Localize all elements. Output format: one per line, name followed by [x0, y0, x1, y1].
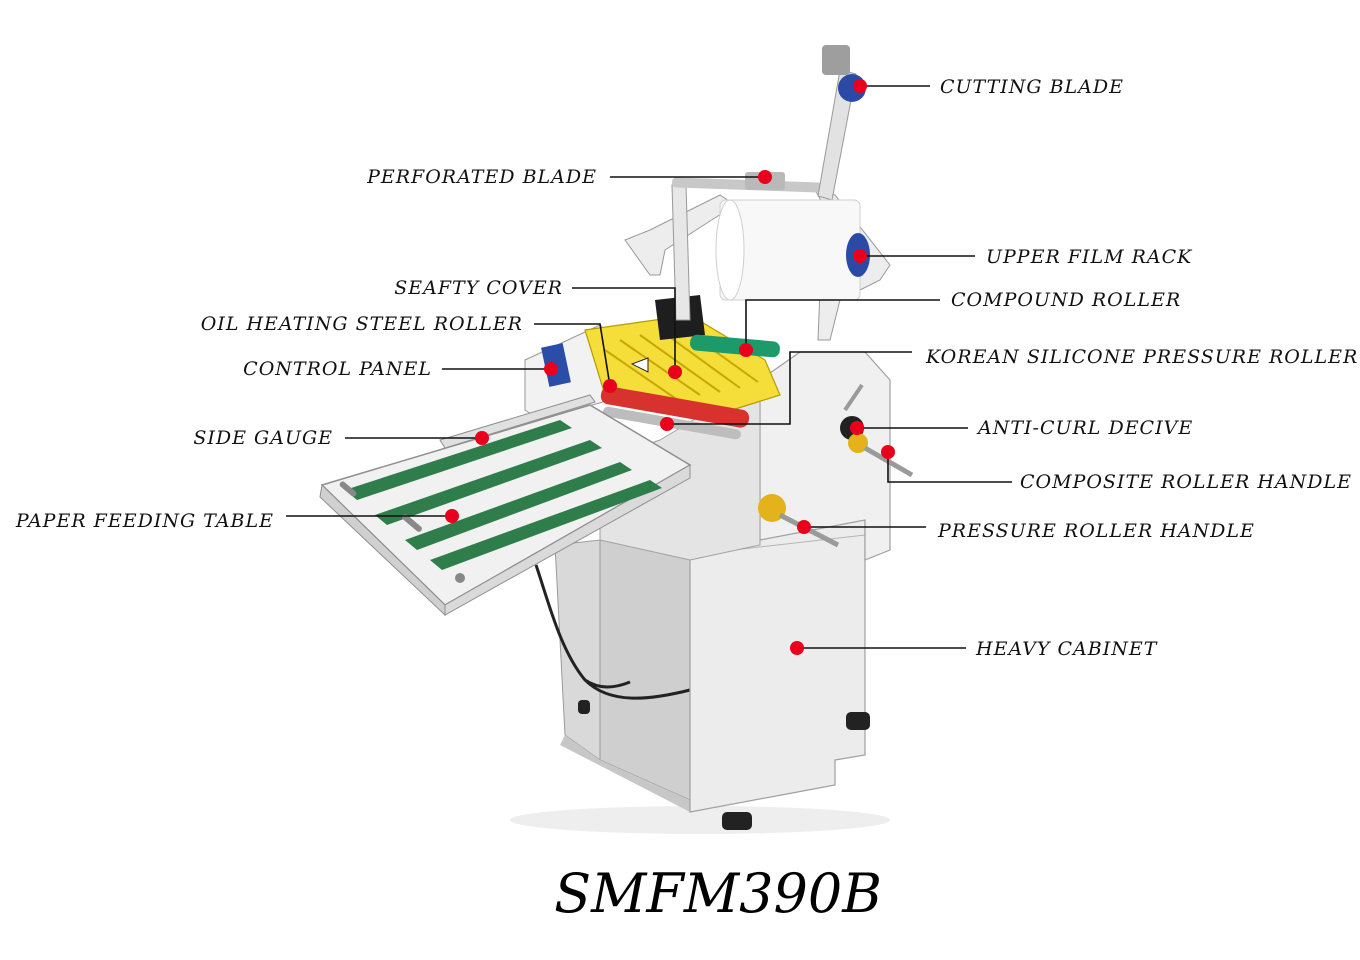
callout-paper-feeding-table: PAPER FEEDING TABLE — [15, 509, 459, 532]
callout-korean-silicone-pressure-roller: KOREAN SILICONE PRESSURE ROLLER — [660, 346, 1358, 431]
cutting-blade-handle — [822, 45, 850, 75]
film-roll-left-face — [715, 199, 745, 301]
feeding-table-right-edge — [444, 464, 691, 616]
callout-heavy-cabinet: HEAVY CABINET — [790, 638, 1158, 660]
label-korean-silicone-pressure-roller: KOREAN SILICONE PRESSURE ROLLER — [925, 346, 1358, 368]
callout-oil-heating-steel-roller: OIL HEATING STEEL ROLLER — [201, 313, 617, 393]
laminator-machine-illustration — [319, 45, 914, 834]
cabinet-inner-back — [599, 539, 691, 801]
marker-dot — [445, 509, 459, 523]
marker-dot — [853, 249, 867, 263]
label-paper-feeding-table: PAPER FEEDING TABLE — [15, 510, 274, 532]
callout-composite-roller-handle: COMPOSITE ROLLER HANDLE — [881, 445, 1352, 493]
marker-dot — [758, 170, 772, 184]
marker-dot — [668, 365, 682, 379]
label-oil-heating-steel-roller: OIL HEATING STEEL ROLLER — [201, 313, 523, 335]
warning-sticker — [630, 357, 649, 373]
label-perforated-blade: PERFORATED BLADE — [366, 166, 597, 188]
label-cutting-blade: CUTTING BLADE — [940, 76, 1124, 98]
model-name: SMFM390B — [554, 862, 882, 925]
conveyor-belts — [345, 420, 662, 570]
marker-dot — [853, 79, 867, 93]
callout-upper-film-rack: UPPER FILM RACK — [853, 246, 1193, 268]
silicone-pressure-roller-body — [600, 386, 750, 428]
callout-cutting-blade: CUTTING BLADE — [853, 76, 1124, 98]
label-anti-curl-decive: ANTI-CURL DECIVE — [976, 417, 1193, 439]
label-control-panel: CONTROL PANEL — [243, 358, 432, 380]
label-composite-roller-handle: COMPOSITE ROLLER HANDLE — [1020, 471, 1352, 493]
callout-pressure-roller-handle: PRESSURE ROLLER HANDLE — [797, 520, 1255, 542]
marker-dot — [660, 417, 674, 431]
label-upper-film-rack: UPPER FILM RACK — [986, 246, 1193, 268]
marker-dot — [881, 445, 895, 459]
marker-dot — [850, 421, 864, 435]
label-pressure-roller-handle: PRESSURE ROLLER HANDLE — [937, 520, 1255, 542]
marker-dot — [739, 343, 753, 357]
label-compound-roller: COMPOUND ROLLER — [951, 289, 1181, 311]
anti-curl-lever — [843, 383, 864, 412]
label-side-gauge: SIDE GAUGE — [193, 427, 333, 449]
marker-dot — [475, 431, 489, 445]
marker-dot — [797, 520, 811, 534]
pressure-roller-knob — [758, 494, 786, 522]
composite-roller-knob — [848, 433, 868, 453]
marker-dot — [603, 379, 617, 393]
floor-shadow — [510, 806, 890, 834]
caster-wheels — [578, 700, 870, 830]
callout-control-panel: CONTROL PANEL — [243, 358, 558, 380]
callout-anti-curl-decive: ANTI-CURL DECIVE — [850, 417, 1193, 439]
heavy-cabinet-body — [689, 519, 866, 813]
callout-compound-roller: COMPOUND ROLLER — [739, 289, 1181, 357]
compound-roller-body — [690, 334, 780, 358]
marker-dot — [790, 641, 804, 655]
callout-side-gauge: SIDE GAUGE — [193, 427, 489, 449]
cabinet-left-side — [554, 539, 601, 761]
label-seafty-cover: SEAFTY COVER — [394, 277, 563, 299]
callout-perforated-blade: PERFORATED BLADE — [366, 166, 772, 188]
callout-seafty-cover: SEAFTY COVER — [394, 277, 682, 379]
conveyor-belt-rollers — [339, 481, 465, 583]
cabinet-bottom — [560, 735, 690, 812]
marker-dot — [544, 362, 558, 376]
label-heavy-cabinet: HEAVY CABINET — [975, 638, 1158, 660]
